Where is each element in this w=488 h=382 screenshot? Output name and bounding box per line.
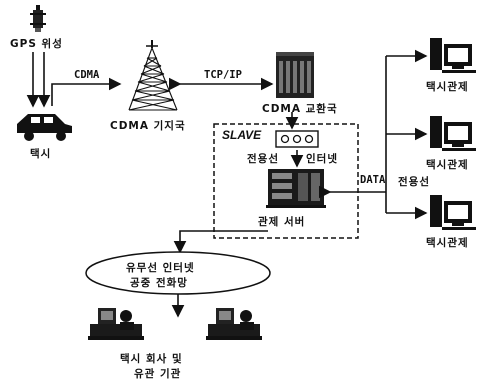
company-label-line1: 택시 회사 및	[120, 351, 183, 366]
network-label-line1: 유무선 인터넷	[126, 260, 195, 275]
control-server-label: 관제 서버	[258, 214, 305, 229]
office-desk-icon	[206, 308, 262, 340]
office-desk-icon	[88, 308, 144, 340]
cdma-link-label: CDMA	[74, 69, 99, 81]
dedicated-line-2-label: 전용선	[398, 174, 430, 189]
modem-icon	[276, 131, 318, 147]
server-rack-icon	[266, 169, 326, 208]
dedicated-line-label: 전용선	[247, 151, 279, 166]
desktop-computer-icon	[430, 38, 476, 73]
desktop-computer-icon	[430, 195, 476, 230]
satellite-icon	[30, 5, 46, 32]
internet-label: 인터넷	[306, 151, 338, 166]
taxi-control-label-1: 택시관제	[426, 79, 469, 94]
gps-label: GPS 위성	[10, 36, 63, 51]
slave-label: SLAVE	[222, 128, 261, 142]
taxi-label: 택시	[30, 146, 51, 161]
taxi-control-label-2: 택시관제	[426, 157, 469, 172]
network-label-line2: 공중 전화망	[130, 275, 188, 290]
company-label-line2: 유관 기관	[134, 366, 181, 381]
taxi-car-icon	[17, 114, 72, 141]
exchange-building-icon	[276, 52, 314, 98]
tcpip-label: TCP/IP	[204, 69, 242, 81]
cdma-uplink-arrow	[52, 84, 120, 106]
data-label: DATA	[360, 174, 385, 186]
cdma-base-label: CDMA 기지국	[110, 118, 186, 133]
taxi-control-label-3: 택시관제	[426, 235, 469, 250]
cdma-exchange-label: CDMA 교환국	[262, 101, 338, 116]
desktop-computer-icon	[430, 116, 476, 151]
server-to-network-arrow	[180, 231, 268, 252]
cell-tower-icon	[129, 40, 177, 110]
